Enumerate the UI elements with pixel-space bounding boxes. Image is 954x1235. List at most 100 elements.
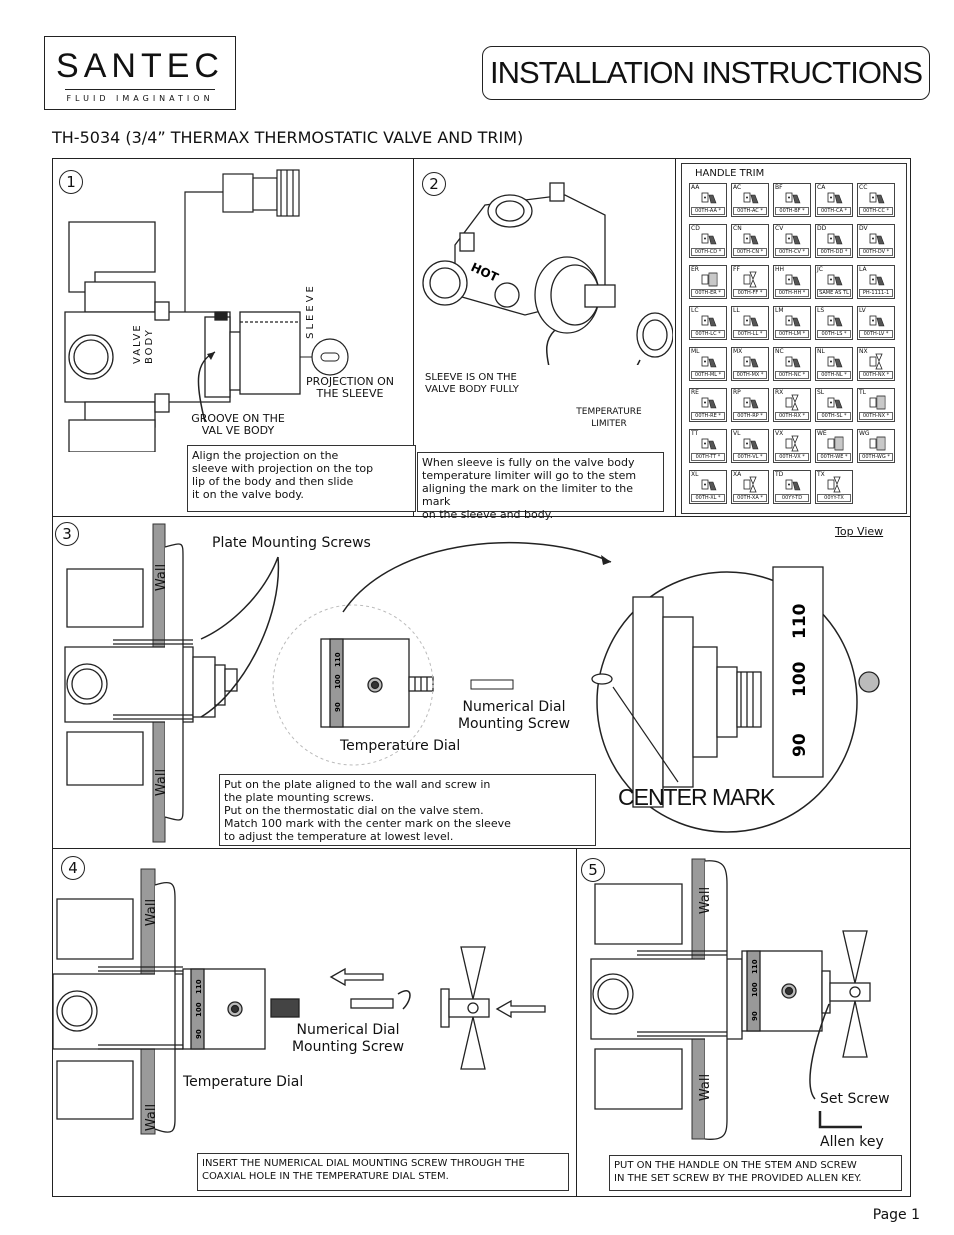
step1-note: Align the projection on the sleeve with … bbox=[187, 445, 416, 512]
valve-body-icon bbox=[64, 221, 231, 452]
step5-diagram: 90 100 110 bbox=[590, 858, 871, 1140]
lever-handle-icon bbox=[827, 397, 843, 409]
step1-valve-diagram bbox=[64, 169, 349, 452]
handle-trim-code: BF bbox=[775, 184, 783, 191]
temperature-dial-label-4: Temperature Dial bbox=[183, 1074, 304, 1090]
dial-90-mark: 90 bbox=[195, 1029, 203, 1039]
lever-handle-icon bbox=[827, 315, 843, 327]
center-mark-label: CENTER MARK bbox=[618, 784, 775, 810]
lever-handle-icon bbox=[869, 274, 885, 286]
step5-wall-top-label: Wall bbox=[698, 886, 714, 915]
numerical-dial-screw-label: Numerical Dial Mounting Screw bbox=[457, 699, 571, 732]
topview-110-mark: 110 bbox=[790, 603, 810, 639]
handle-trim-code: WE bbox=[817, 430, 827, 437]
handle-trim-code: CV bbox=[775, 225, 784, 232]
brand-tagline: FLUID IMAGINATION bbox=[66, 94, 214, 103]
dial-90-mark: 90 bbox=[334, 702, 342, 712]
top-view-label: Top View bbox=[835, 525, 884, 538]
handle-trim-code: VX bbox=[775, 430, 784, 437]
cross-handle-icon bbox=[743, 476, 757, 493]
lever-handle-icon bbox=[869, 315, 885, 327]
step3-note: Put on the plate aligned to the wall and… bbox=[219, 774, 596, 846]
step2-valve-diagram: HOT bbox=[422, 182, 673, 365]
handle-trim-model: 00TH-NC * bbox=[775, 371, 809, 379]
handle-trim-model: 00YY-TX bbox=[817, 494, 851, 502]
santec-logo: SANTEC FLUID IMAGINATION bbox=[44, 36, 236, 110]
handle-trim-item: TX 00YY-TX bbox=[815, 470, 853, 504]
step5-note: PUT ON THE HANDLE ON THE STEM AND SCREW … bbox=[609, 1155, 902, 1191]
handle-trim-code: MX bbox=[733, 348, 743, 355]
lever-handle-icon bbox=[785, 192, 801, 204]
handle-trim-code: TX bbox=[817, 471, 825, 478]
lever-handle-icon bbox=[743, 315, 759, 327]
handle-trim-code: XL bbox=[691, 471, 699, 478]
handle-trim-model: 00TH-XA * bbox=[733, 494, 767, 502]
lever-handle-icon bbox=[785, 479, 801, 491]
handle-trim-code: ML bbox=[691, 348, 700, 355]
handle-trim-model: 00TH-AC * bbox=[733, 207, 767, 215]
handle-trim-model: 00TH-TT * bbox=[691, 453, 725, 461]
handle-trim-model: 00YY-TD bbox=[775, 494, 809, 502]
handle-trim-code: LA bbox=[859, 266, 867, 273]
brand-name: SANTEC bbox=[56, 47, 224, 85]
lever-handle-icon bbox=[785, 356, 801, 368]
step5-number: 5 bbox=[581, 858, 605, 882]
dial-110-mark: 110 bbox=[751, 959, 759, 974]
handle-trim-code: DD bbox=[817, 225, 827, 232]
sleeve-on-label: SLEEVE IS ON THE VALVE BODY FULLY bbox=[425, 372, 519, 395]
handle-trim-code: LM bbox=[775, 307, 784, 314]
handle-trim-model: 00TH-LL * bbox=[733, 330, 767, 338]
lever-handle-icon bbox=[869, 192, 885, 204]
step2-number: 2 bbox=[422, 172, 446, 196]
topview-100-mark: 100 bbox=[790, 661, 810, 697]
temperature-dial-icon bbox=[320, 638, 434, 728]
set-screw-pointer bbox=[809, 1003, 830, 1100]
handle-trim-code: AC bbox=[733, 184, 742, 191]
handle-trim-model: 00TH-FF * bbox=[733, 289, 767, 297]
handle-trim-model: 00TH-NL * bbox=[817, 371, 851, 379]
step4-note: INSERT THE NUMERICAL DIAL MOUNTING SCREW… bbox=[197, 1153, 569, 1191]
dial-110-mark: 110 bbox=[334, 652, 342, 667]
handle-trim-model: 00TH-NX * bbox=[859, 371, 893, 379]
handle-trim-model: 00TH-WG * bbox=[859, 453, 893, 461]
lever-handle-icon bbox=[701, 438, 717, 450]
knob-handle-icon bbox=[701, 272, 718, 287]
sleeve-icon bbox=[204, 311, 301, 398]
handle-trim-code: SL bbox=[817, 389, 825, 396]
handle-trim-model: 00TH-XL * bbox=[691, 494, 725, 502]
handle-trim-item: AC 00TH-AC * bbox=[731, 183, 769, 217]
handle-trim-code: TD bbox=[775, 471, 784, 478]
handle-trim-model: 00TH-VX * bbox=[775, 453, 809, 461]
handle-trim-code: RX bbox=[775, 389, 784, 396]
lever-handle-icon bbox=[701, 356, 717, 368]
lever-handle-icon bbox=[701, 233, 717, 245]
topview-90-mark: 90 bbox=[790, 733, 810, 757]
handle-trim-inner bbox=[681, 163, 907, 514]
handle-trim-code: CC bbox=[859, 184, 868, 191]
handle-trim-item: TL 00TH-NX * bbox=[857, 388, 895, 422]
handle-trim-model: 00TH-NX * bbox=[859, 412, 893, 420]
handle-trim-code: TL bbox=[859, 389, 867, 396]
handle-trim-model: 00TH-CD * bbox=[691, 248, 725, 256]
handle-trim-title: HANDLE TRIM bbox=[695, 168, 765, 179]
handle-trim-model: 00TH-WE * bbox=[817, 453, 851, 461]
lever-handle-icon bbox=[743, 192, 759, 204]
valve-body-label: VALVE BODY bbox=[132, 323, 155, 364]
